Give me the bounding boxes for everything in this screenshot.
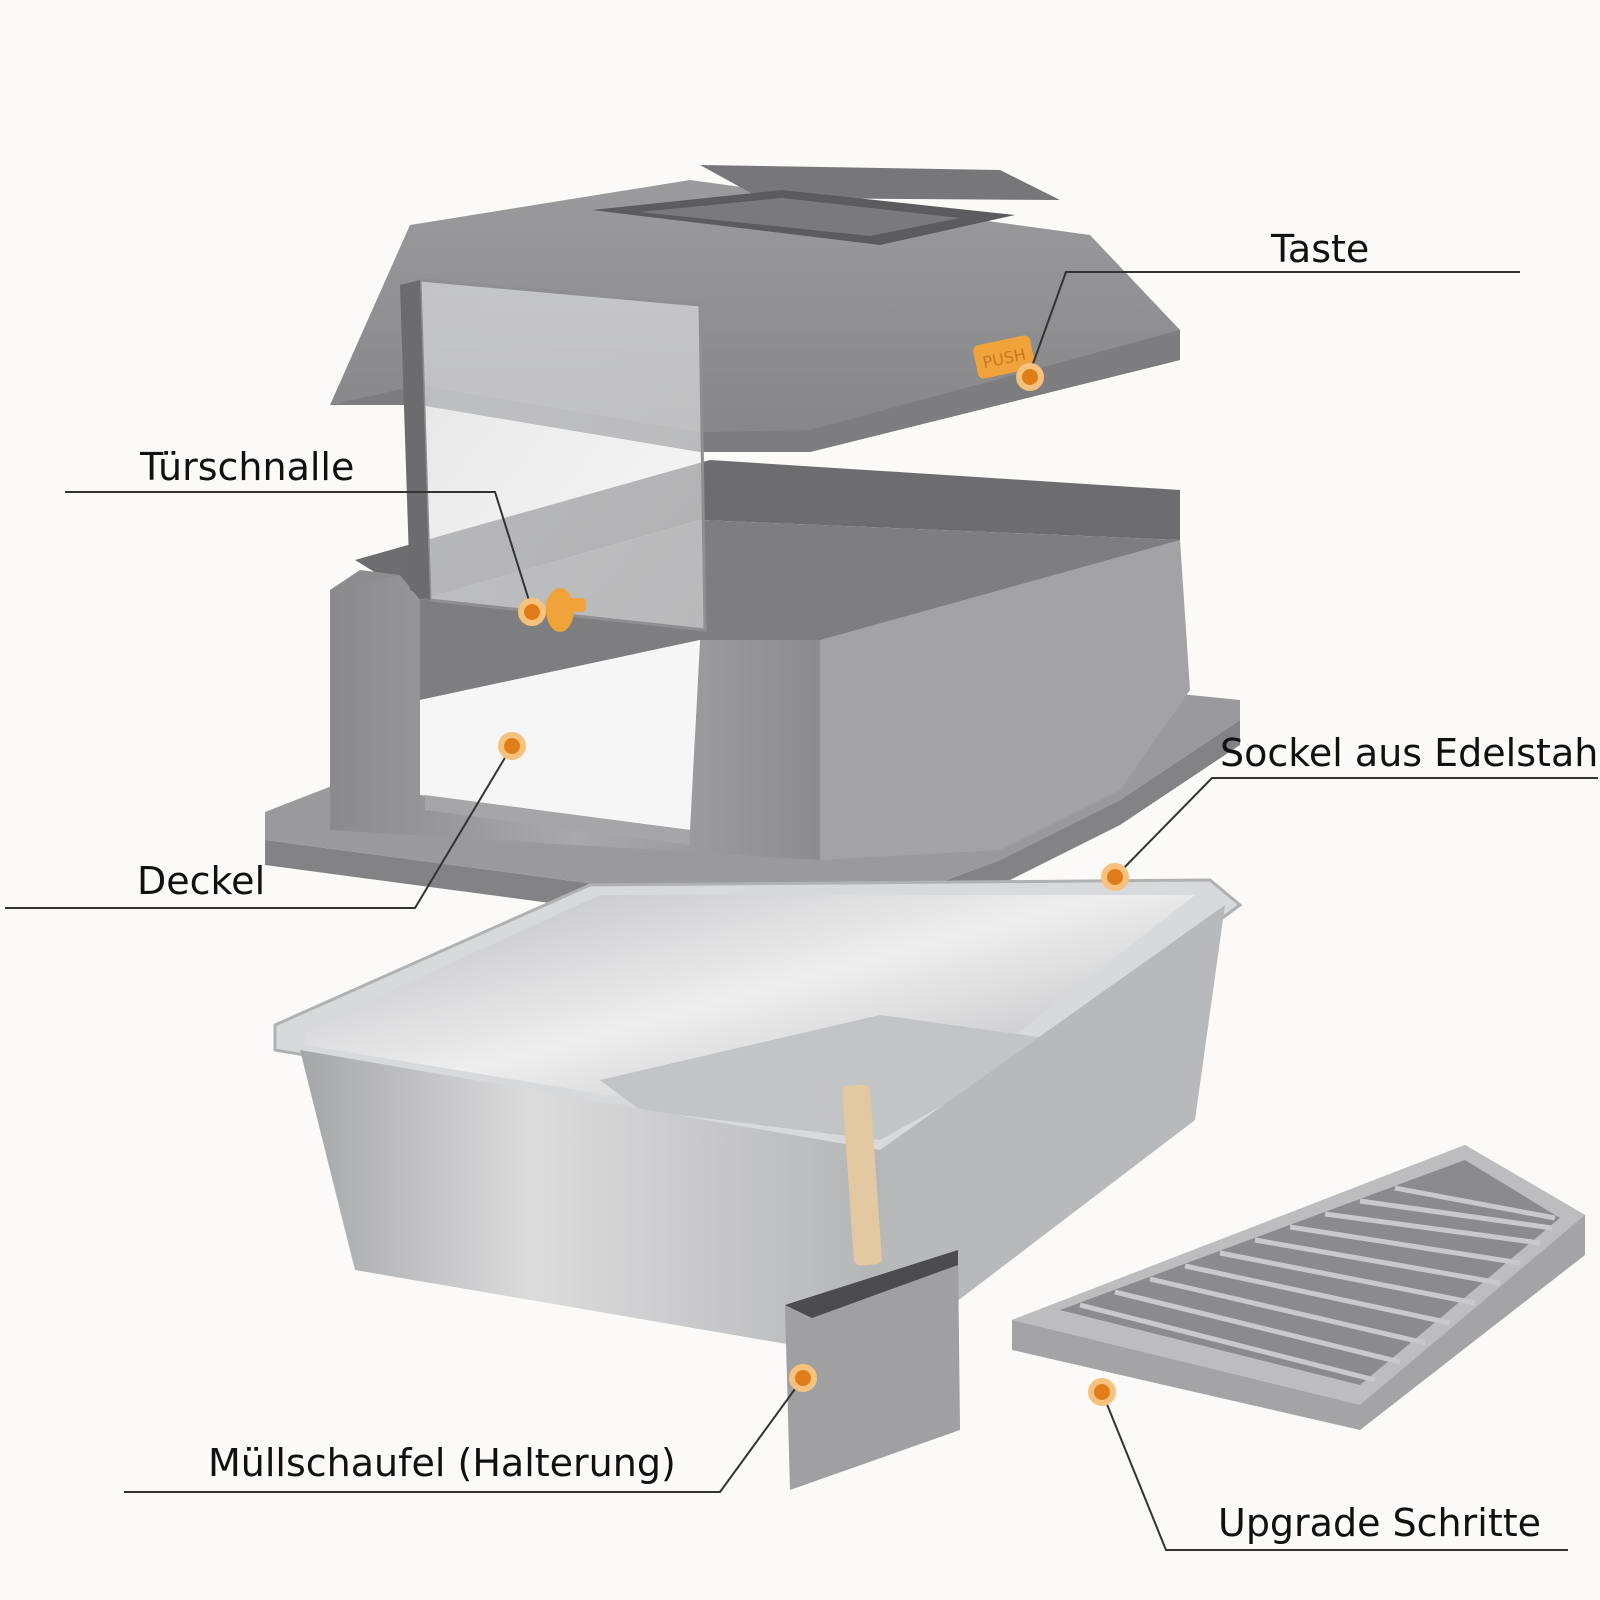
base-front-wall bbox=[330, 575, 820, 860]
pan-interior bbox=[305, 895, 1195, 1140]
label-upgrade: Upgrade Schritte bbox=[1218, 1501, 1541, 1545]
push-button: PUSH bbox=[973, 335, 1035, 379]
leader-line-sockel bbox=[1114, 777, 1598, 878]
pan-floor bbox=[600, 1015, 1060, 1140]
callout-dot-upgrade bbox=[1088, 1378, 1116, 1406]
callout-dot-muellschaufel bbox=[789, 1364, 817, 1392]
label-taste: Taste bbox=[1271, 227, 1370, 271]
base-right-wall bbox=[820, 540, 1190, 860]
base-back-wall bbox=[355, 460, 1180, 600]
pan-front-side bbox=[300, 1050, 880, 1360]
stainless-steel-pan bbox=[273, 878, 1243, 1360]
leader-line-deckel bbox=[5, 745, 513, 909]
label-deckel: Deckel bbox=[137, 859, 266, 903]
pan-right-side bbox=[880, 905, 1225, 1360]
door-latch bbox=[546, 588, 586, 632]
transparent-door bbox=[400, 278, 707, 632]
step-mat-slots bbox=[1079, 1185, 1556, 1383]
label-tuerschnalle: Türschnalle bbox=[140, 445, 355, 489]
door-vent-strip bbox=[425, 795, 690, 845]
leader-line-tuerschnalle bbox=[65, 491, 533, 611]
step-mat bbox=[1012, 1145, 1585, 1430]
callout-dot-sockel bbox=[1101, 863, 1129, 891]
callout-dot-taste bbox=[1016, 363, 1044, 391]
label-sockel: Sockel aus Edelstahl bbox=[1220, 731, 1600, 775]
leader-line-taste bbox=[1029, 271, 1520, 373]
callout-dot-tuerschnalle bbox=[518, 598, 546, 626]
leader-line-upgrade bbox=[1101, 1391, 1568, 1551]
callout-dots bbox=[498, 363, 1129, 1406]
base-tray-flange-edge bbox=[265, 720, 1240, 930]
scoop-handle bbox=[842, 1084, 882, 1266]
top-opening-inner bbox=[640, 198, 960, 236]
callout-dot-deckel bbox=[498, 732, 526, 760]
scoop-holder bbox=[785, 1084, 960, 1490]
leader-line-muellschaufel bbox=[124, 1377, 804, 1493]
scoop-holder-top bbox=[785, 1250, 958, 1318]
label-muellschaufel: Müllschaufel (Halterung) bbox=[208, 1441, 676, 1485]
